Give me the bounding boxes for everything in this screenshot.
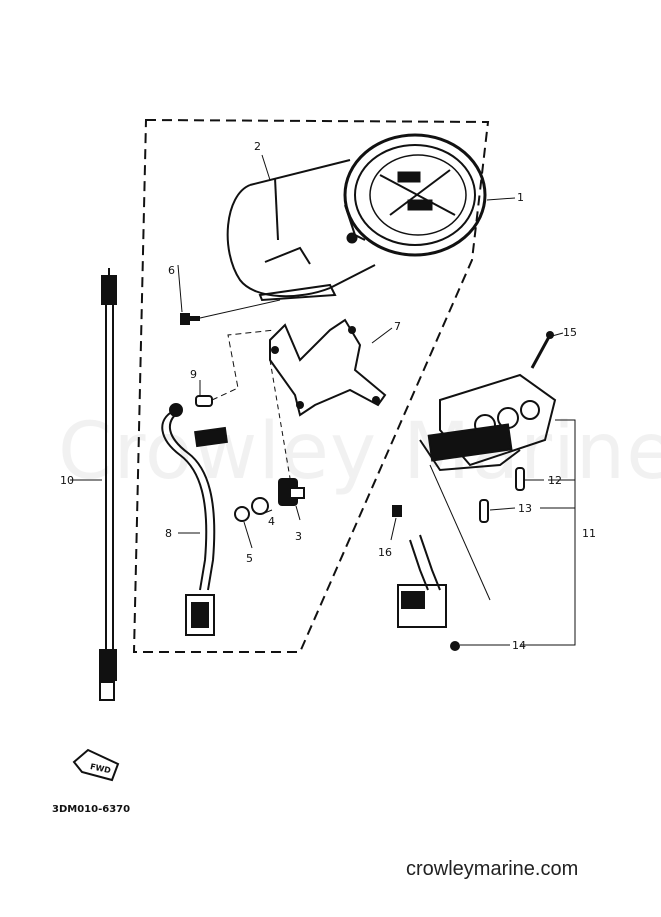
screw-15 [530,331,554,369]
bracket-hole [296,401,304,409]
wire-harness-8 [161,403,228,636]
meter-bracket [269,318,387,417]
washer-5 [234,506,250,522]
socket-14 [397,534,460,651]
bracket-hole [372,396,380,404]
fwd-arrow-icon: FWD [72,748,120,782]
meter-cable-10 [99,268,117,701]
indicator-light-assembly [419,373,557,472]
callout-5: 5 [246,552,253,565]
callout-3: 3 [295,530,302,543]
leader [199,299,281,319]
bulb-12 [515,467,525,491]
collar-4 [251,497,269,515]
callout-12: 12 [548,474,562,487]
callout-14: 14 [512,639,526,652]
callout-16: 16 [378,546,392,559]
callout-9: 9 [190,368,197,381]
callout-7: 7 [394,320,401,333]
bracket-hole [271,346,279,354]
callout-4: 4 [268,515,275,528]
watermark: Crowley Marine [58,407,661,497]
speedometer-gauge [343,133,487,257]
callout-15: 15 [563,326,577,339]
callout-10: 10 [60,474,74,487]
callout-6: 6 [168,264,175,277]
drawing-code: 3DM010-6370 [52,804,130,815]
screw-6 [180,313,200,325]
assembly-boundary [132,118,490,653]
fwd-label: FWD [89,762,112,775]
callout-13: 13 [518,502,532,515]
site-footer: crowleymarine.com [406,858,579,880]
callout-11: 11 [582,527,596,540]
callout-leaders [70,154,576,646]
meter-housing [226,159,376,302]
callout-1: 1 [517,191,524,204]
bracket-hole [348,326,356,334]
grommet-3 [278,478,305,506]
leader [429,464,491,601]
bulb-13 [479,499,489,523]
callout-2: 2 [254,140,261,153]
bulb-9 [195,395,213,407]
leader [269,359,291,479]
callout-8: 8 [165,527,172,540]
leader [211,329,276,401]
screw-16 [392,505,402,517]
